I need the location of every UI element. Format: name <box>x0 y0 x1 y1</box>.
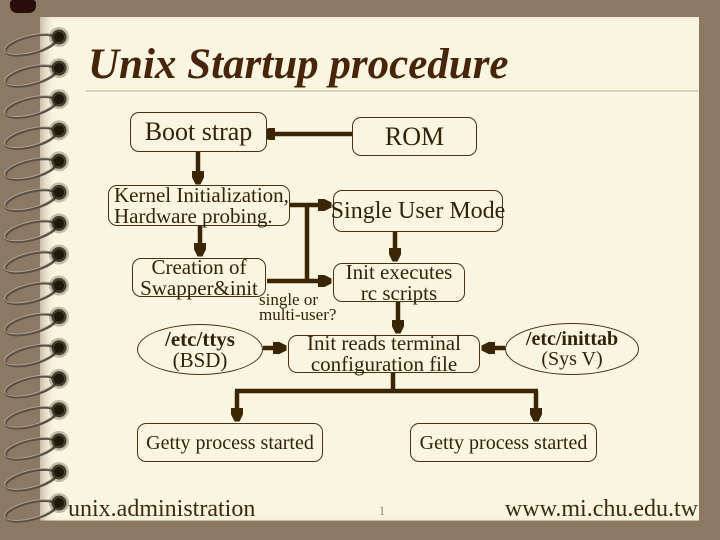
branch-question-label: single or multi-user? <box>259 290 337 324</box>
node-etc-ttys: /etc/ttys (BSD) <box>137 324 263 375</box>
node-getty-right: Getty process started <box>410 423 597 462</box>
node-creation-swapper-init: Creation of Swapper&init <box>132 256 266 298</box>
page-number: 1 <box>378 503 386 518</box>
title-underline <box>86 90 698 92</box>
node-kernel-initialization: Kernel Initialization, Hardware probing. <box>108 184 290 226</box>
node-init-reads-terminal: Init reads terminal configuration file <box>288 333 480 375</box>
node-rom: ROM <box>352 117 477 156</box>
node-init-executes-rc-scripts: Init executes rc scripts <box>333 261 465 303</box>
top-left-clip <box>10 0 36 13</box>
node-single-user-mode: Single User Mode <box>331 190 505 232</box>
node-etc-inittab: /etc/inittab (Sys V) <box>505 323 639 375</box>
node-getty-left: Getty process started <box>137 423 323 462</box>
footer-url: www.mi.chu.edu.tw <box>504 496 698 522</box>
spiral-binding-icon <box>4 27 69 523</box>
footer-course-label: unix.administration <box>68 496 256 522</box>
node-boot-strap: Boot strap <box>130 112 267 152</box>
slide-title: Unix Startup procedure <box>88 41 509 88</box>
